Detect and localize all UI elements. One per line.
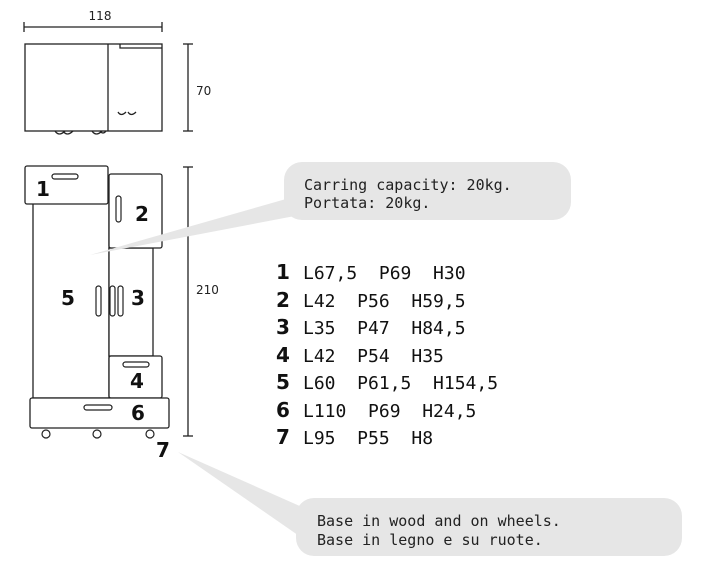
part-spec: L95 P55 H8 <box>303 428 433 449</box>
parts-list: 1 L67,5 P69 H30 2 L42 P56 H59,5 3 L35 P4… <box>276 260 498 449</box>
callout-base: Base in wood and on wheels. Base in legn… <box>178 452 682 556</box>
handles <box>51 173 150 411</box>
part-number: 6 <box>276 398 290 422</box>
part-number: 7 <box>276 425 290 449</box>
part-spec: L67,5 P69 H30 <box>303 263 466 284</box>
handle-icon <box>109 285 116 317</box>
handle-icon <box>115 195 122 223</box>
handle-icon <box>117 285 124 317</box>
part-label-3: 3 <box>131 286 145 310</box>
part-spec: L110 P69 H24,5 <box>303 401 476 422</box>
callout-capacity-en: Carring capacity: 20kg. <box>304 176 512 194</box>
handle-icon <box>83 404 113 411</box>
part-label-6: 6 <box>131 401 145 425</box>
part-spec: L35 P47 H84,5 <box>303 318 466 339</box>
callout-capacity: Carring capacity: 20kg. Portata: 20kg. <box>90 162 571 255</box>
part-spec: L42 P54 H35 <box>303 346 444 367</box>
part-spec: L60 P61,5 H154,5 <box>303 373 498 394</box>
part-number: 3 <box>276 315 290 339</box>
dimension-depth: 70 <box>196 84 211 98</box>
handle-icon <box>51 173 79 180</box>
part-number: 2 <box>276 288 290 312</box>
part-label-5: 5 <box>61 286 75 310</box>
top-view <box>23 22 193 135</box>
part-spec: L42 P56 H59,5 <box>303 291 466 312</box>
dimension-height: 210 <box>196 283 219 297</box>
wheels <box>41 429 155 439</box>
wheel-icon <box>41 429 51 439</box>
wheel-icon <box>145 429 155 439</box>
part-number: 5 <box>276 370 290 394</box>
handle-icon <box>122 361 150 368</box>
part-label-4: 4 <box>130 369 144 393</box>
callout-base-it: Base in legno e su ruote. <box>317 531 543 549</box>
part-number: 1 <box>276 260 290 284</box>
callout-base-en: Base in wood and on wheels. <box>317 512 561 530</box>
dimension-width: 118 <box>89 9 112 23</box>
part-label-1: 1 <box>36 177 50 201</box>
part-label-7: 7 <box>156 438 170 462</box>
callout-capacity-it: Portata: 20kg. <box>304 194 430 212</box>
front-view <box>24 165 193 437</box>
handle-icon <box>95 285 102 317</box>
part-number: 4 <box>276 343 290 367</box>
part-label-2: 2 <box>135 202 149 226</box>
wheel-icon <box>92 429 102 439</box>
